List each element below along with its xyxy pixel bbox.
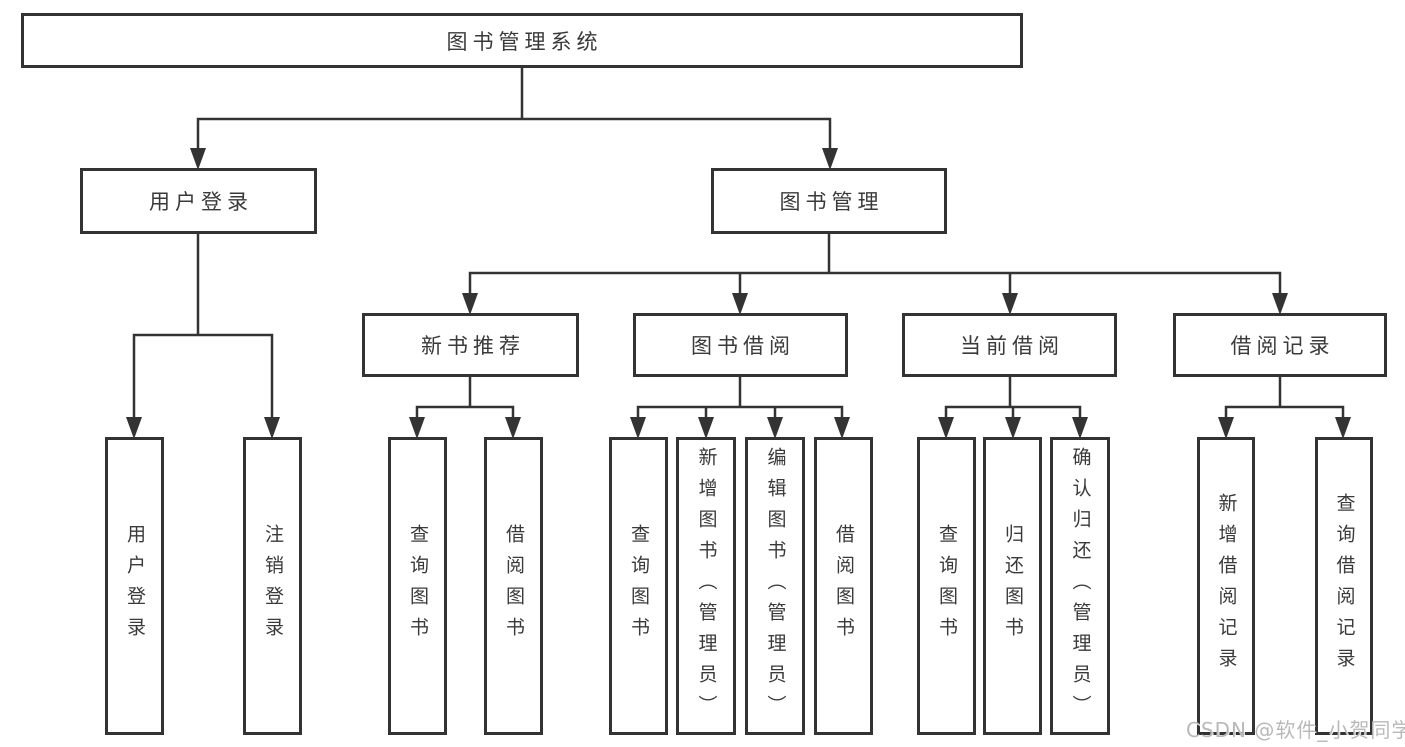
node-book-management: 图书管理 [711,168,947,234]
arrow-down-icon [264,417,280,439]
leaf-edit-books-admin: 编辑图书（管理员） [745,437,805,735]
node-label: 图书管理 [779,190,884,214]
node-label: 查询图书 [407,524,429,648]
leaf-query-borrow-record: 查询借阅记录 [1315,437,1373,735]
leaf-return-books: 归还图书 [983,437,1042,735]
node-label: 图书管理系统 [446,29,603,54]
leaf-query-books-recommend: 查询图书 [388,437,447,735]
arrow-down-icon [462,293,478,315]
arrow-down-icon [822,148,838,170]
arrow-down-icon [1272,293,1288,315]
connector-current-to-leaves [944,375,1082,421]
arrow-down-icon [190,148,206,170]
node-label: 借阅记录 [1230,334,1335,358]
node-new-book-recommend: 新书推荐 [362,313,579,377]
connector-root-to-level2 [196,66,832,152]
node-label: 查询图书 [628,524,650,648]
arrow-down-icon [126,417,142,439]
node-user-login: 用户登录 [80,168,317,234]
node-label: 注销登录 [262,524,284,648]
connector-userlogin-to-leaves [132,232,274,421]
node-label: 借阅图书 [833,524,855,648]
node-label: 当前借阅 [960,334,1064,358]
arrow-down-icon [505,417,521,439]
node-label: 新增图书（管理员） [695,446,718,726]
node-label: 查询图书 [936,524,958,648]
leaf-query-books-borrow: 查询图书 [609,437,668,735]
arrow-down-icon [732,293,748,315]
watermark-text: CSDN @软件_小贺同学 [1186,718,1405,742]
leaf-borrow-books-borrow: 借阅图书 [814,437,873,735]
leaf-user-login: 用户登录 [105,437,164,735]
connector-records-to-leaves [1224,375,1345,421]
node-library-system: 图书管理系统 [21,13,1023,68]
node-label: 用户登录 [149,190,253,214]
leaf-query-books-current: 查询图书 [917,437,976,735]
node-label: 借阅图书 [503,524,525,648]
arrow-down-icon [834,417,850,439]
arrow-down-icon [1218,417,1234,439]
node-label: 查询借阅记录 [1333,493,1356,679]
leaf-borrow-books-recommend: 借阅图书 [484,437,543,735]
node-label: 新书推荐 [421,334,525,358]
node-current-borrow: 当前借阅 [902,313,1117,377]
node-label: 归还图书 [1002,524,1024,648]
node-borrow-records: 借阅记录 [1173,313,1387,377]
node-label: 新增借阅记录 [1215,493,1238,679]
arrow-down-icon [1335,417,1351,439]
arrow-down-icon [1072,417,1088,439]
node-label: 用户登录 [124,524,146,648]
arrow-down-icon [630,417,646,439]
arrow-down-icon [1002,293,1018,315]
arrow-down-icon [1005,417,1021,439]
connector-borrow-to-leaves [636,375,844,421]
leaf-confirm-return-admin: 确认归还（管理员） [1050,437,1110,735]
leaf-add-books-admin: 新增图书（管理员） [676,437,736,735]
leaf-logout: 注销登录 [243,437,302,735]
connector-bookmgmt-to-level3 [468,232,1282,297]
node-label: 确认归还（管理员） [1069,446,1092,726]
leaf-add-borrow-record: 新增借阅记录 [1197,437,1255,735]
arrow-down-icon [409,417,425,439]
node-label: 编辑图书（管理员） [764,446,787,726]
arrow-down-icon [938,417,954,439]
node-label: 图书借阅 [691,334,795,358]
node-book-borrow: 图书借阅 [633,313,848,377]
arrow-down-icon [767,417,783,439]
connector-recommend-to-leaves [415,375,515,421]
arrow-down-icon [698,417,714,439]
